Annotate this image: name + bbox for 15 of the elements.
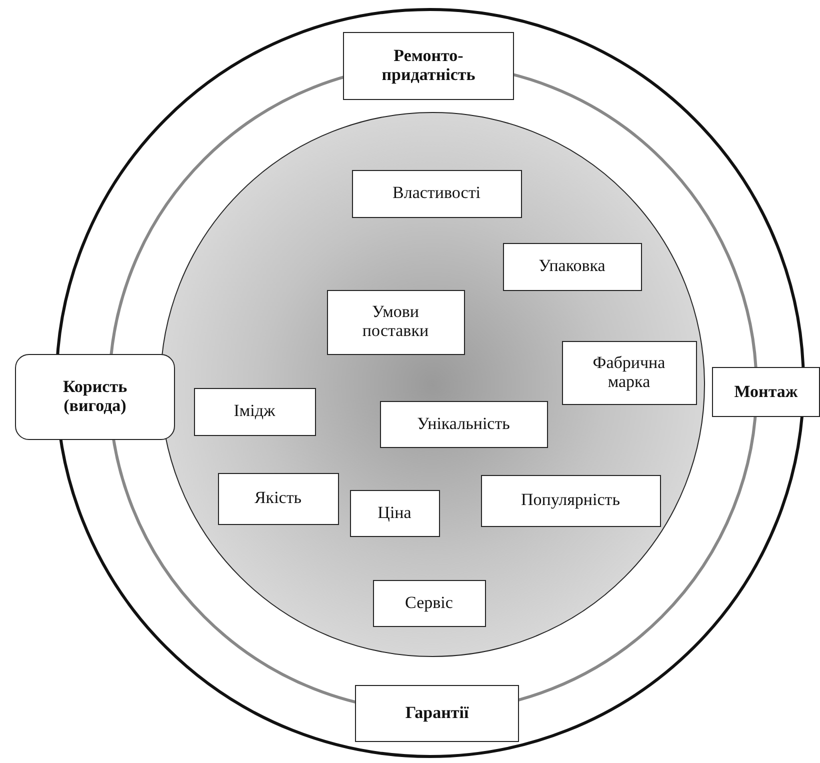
label-box: Популярність xyxy=(480,474,660,526)
outer-ring xyxy=(55,8,805,758)
label-box: Ремонто- придатність xyxy=(343,32,514,100)
label-box: Монтаж xyxy=(712,367,820,417)
label-box: Імідж xyxy=(194,388,316,436)
label-box: Упаковка xyxy=(502,242,642,290)
label-box: Сервіс xyxy=(372,580,486,626)
label-box: Умови поставки xyxy=(326,290,464,354)
label-box: Властивості xyxy=(352,170,522,218)
label-box: Унікальність xyxy=(380,400,548,448)
label-box: Фабрична марка xyxy=(562,340,696,404)
label-box: Ціна xyxy=(350,490,440,536)
rounded-label-box: Користь (вигода) xyxy=(15,354,175,440)
label-box: Якість xyxy=(218,472,338,524)
label-box: Гарантії xyxy=(355,685,519,742)
